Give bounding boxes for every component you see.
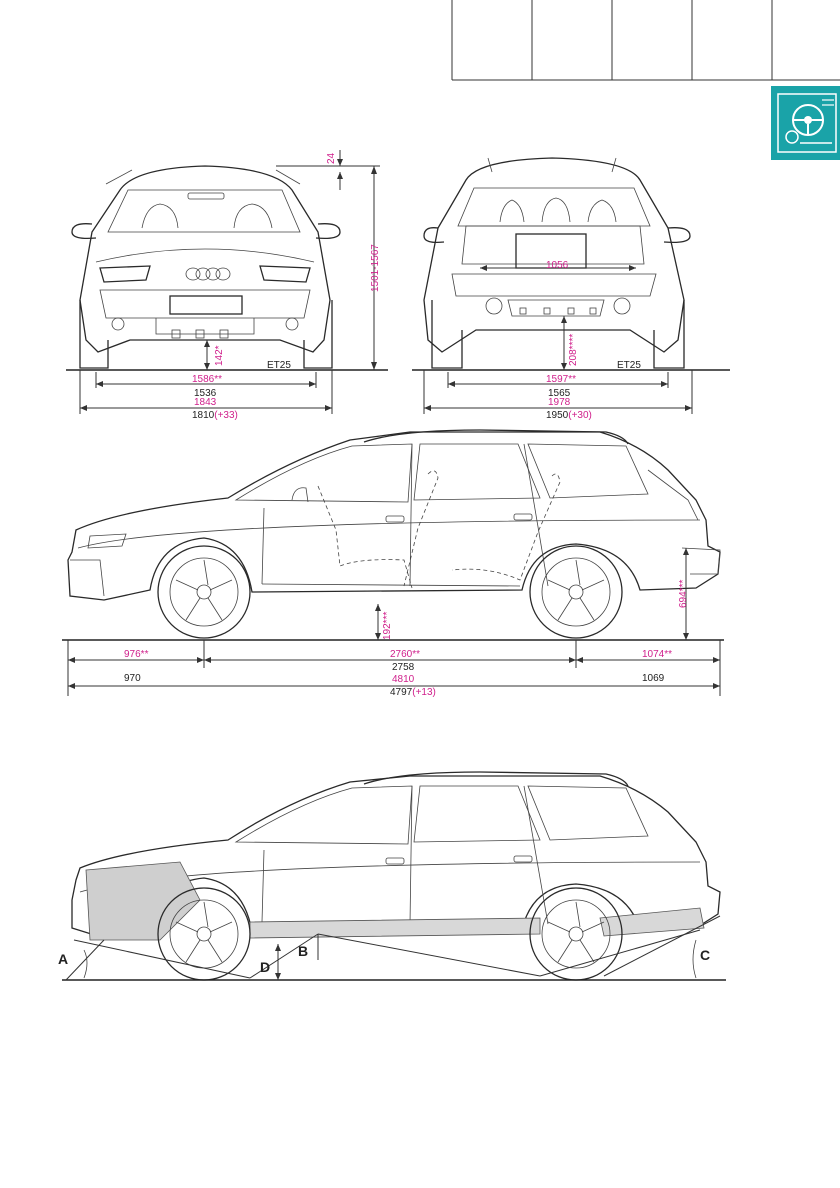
front-view-labels: 24 1501-1567 142* ET25 1586** 1536 1843 … — [192, 152, 381, 421]
offroad-angle-lines — [62, 915, 726, 981]
offroad-front-wheel — [157, 887, 251, 981]
rear-width-delta: (+30) — [568, 410, 592, 421]
ground-clearance-d-label: D — [260, 959, 270, 975]
rear-tire-label: ET25 — [617, 360, 641, 371]
side-view-drawing — [67, 429, 721, 639]
rear-ground-clearance-dim: 208**** — [568, 334, 579, 366]
header-table — [451, 0, 840, 81]
side-front-overhang-dim: 970 — [124, 673, 141, 684]
side-rear-overhang-pink-dim: 1074** — [642, 649, 672, 660]
front-view-drawing — [71, 165, 341, 369]
approach-angle-label: A — [58, 951, 68, 967]
side-ground-clearance-dim: 192*** — [382, 612, 393, 640]
front-ground-clearance-dim: 142* — [214, 345, 225, 366]
front-width-delta: (+33) — [214, 410, 238, 421]
side-length-dim: 4797(+13) — [390, 687, 436, 698]
rear-view-dimensions — [412, 265, 730, 414]
side-length-pink-dim: 4810 — [392, 674, 415, 685]
rear-width-pink-dim: 1978 — [548, 397, 571, 408]
steering-wheel-chassis-icon — [771, 86, 840, 160]
front-width-pink-dim: 1843 — [194, 397, 217, 408]
front-roof-rail-dim: 24 — [326, 152, 337, 164]
side-wheelbase-dim: 2758 — [392, 662, 415, 673]
front-height-dim: 1501-1567 — [370, 244, 381, 292]
rear-track-pink-dim: 1597** — [546, 374, 576, 385]
side-length-base: 4797 — [390, 687, 413, 698]
side-length-delta: (+13) — [412, 687, 436, 698]
front-track-dim: 1536 — [194, 388, 217, 399]
side-front-overhang-pink-dim: 976** — [124, 649, 149, 660]
front-width-dim: 1810(+33) — [192, 410, 238, 421]
breakover-angle-label: B — [298, 943, 308, 959]
front-width-base: 1810 — [192, 410, 215, 421]
front-tire-label: ET25 — [267, 360, 291, 371]
front-view-dimensions — [66, 150, 388, 414]
departure-angle-label: C — [700, 947, 710, 963]
offroad-view-drawing — [71, 771, 721, 981]
rear-track-dim: 1565 — [548, 388, 571, 399]
rear-view-labels: 1056 208**** ET25 1597** 1565 1978 1950(… — [546, 260, 641, 421]
rear-width-dim: 1950(+30) — [546, 410, 592, 421]
front-track-pink-dim: 1586** — [192, 374, 222, 385]
side-rear-overhang-dim: 1069 — [642, 673, 665, 684]
rear-loading-width-dim: 1056 — [546, 260, 569, 271]
side-view-labels: 192*** 694*** 976** 2760** 1074** 2758 9… — [124, 580, 689, 698]
offroad-angle-labels: A B C D — [58, 943, 710, 975]
side-rear-height-dim: 694*** — [678, 580, 689, 608]
side-wheelbase-pink-dim: 2760** — [390, 649, 420, 660]
rear-width-base: 1950 — [546, 410, 569, 421]
front-wheel — [157, 545, 251, 639]
side-view-dimensions — [62, 548, 724, 696]
rear-wheel — [529, 545, 623, 639]
